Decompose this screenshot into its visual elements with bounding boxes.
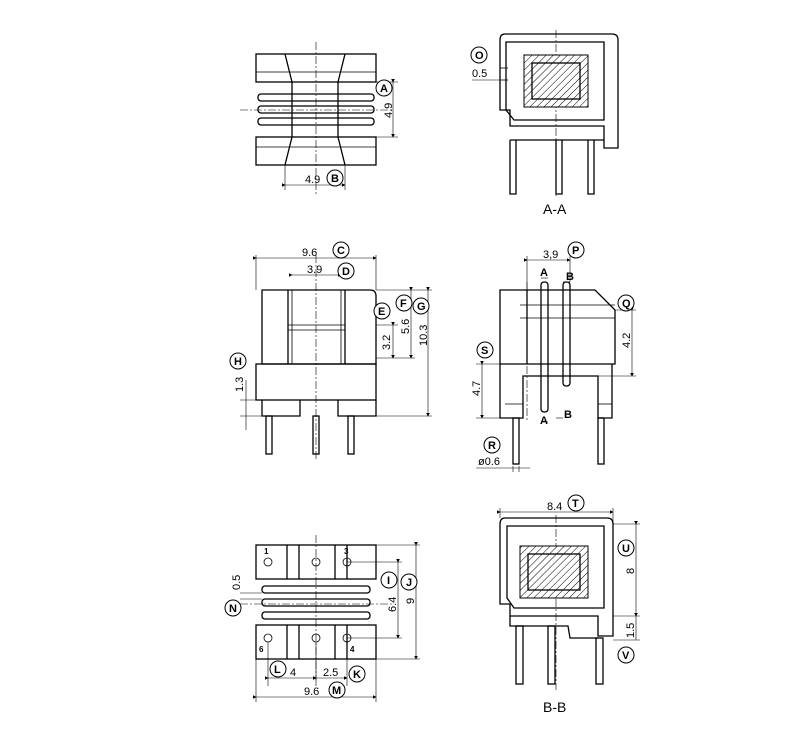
dim-bot-9: 9 [405,598,417,604]
label-k: K [353,669,361,681]
pin-label-1: 1 [264,547,269,556]
dim-front-3-9: 3.9 [307,264,322,276]
label-r: R [488,440,496,452]
label-d: D [342,266,350,278]
dim-top-right-4-9: 4.9 [383,103,395,118]
pin-label-4: 4 [350,645,355,654]
label-q: Q [622,298,631,310]
label-small-a-top: A [540,267,548,279]
label-b-top: B [331,173,339,185]
dim-front-5-6: 5.6 [400,319,412,334]
section-label-bb: B-B [543,699,566,715]
label-small-b-top: B [566,271,574,283]
dim-bb-1-5: 1.5 [625,623,637,638]
label-s: S [481,345,488,357]
top-view: 4.9 4.9 A B [240,42,398,195]
label-v: V [622,650,630,662]
label-f: F [400,298,407,310]
label-o: O [475,50,484,62]
dim-side-4-7: 4.7 [471,381,483,396]
label-j: J [406,577,412,589]
pin-label-3: 3 [344,547,349,556]
label-a-top: A [380,83,388,95]
side-view: 3,9 P A B 4.2 Q 4.7 S A B ø0.6 R [471,241,636,472]
label-u: U [622,543,630,555]
section-aa-view: 0.5 O A-A [470,30,619,217]
label-h: H [234,356,242,368]
label-small-b-bot: B [564,409,572,421]
dim-bb-8: 8 [625,568,637,574]
label-m: M [332,685,341,697]
dim-side-3-9: 3,9 [543,249,558,261]
dim-bot-0-5: 0.5 [231,575,243,590]
section-label-aa: A-A [543,201,567,217]
dim-o-0-5: 0.5 [472,68,487,80]
dim-bot-9-6: 9.6 [304,686,319,698]
dim-front-9-6: 9.6 [302,247,317,259]
dim-top-bottom-4-9: 4.9 [305,174,320,186]
dim-front-1-3: 1.3 [234,377,246,392]
dim-front-10-3: 10.3 [418,325,430,346]
dim-bot-2-5: 2.5 [323,667,338,679]
label-c: C [337,245,345,257]
label-small-a-bot: A [540,415,548,427]
dim-side-4-2: 4.2 [621,333,633,348]
dim-bb-8-4: 8.4 [547,501,562,513]
label-e: E [378,306,385,318]
dim-bot-6-4: 6.4 [387,597,399,612]
section-bb-view: 8.4 T 8 1.5 U V B-B [497,494,640,715]
label-n: N [229,603,237,615]
front-view: 9.6 C 3.9 D 3.2 5.6 10.3 E F G 1.3 H [229,241,432,460]
label-g: G [417,301,426,313]
dim-side-phi-0-6: ø0.6 [478,456,500,468]
label-l: L [274,664,281,676]
bottom-view: 1 3 6 4 0.5 N 6.4 9 I J 4 2.5 9.6 [224,535,420,702]
dim-bot-4: 4 [290,667,296,679]
label-t: T [572,498,579,510]
dim-front-3-2: 3.2 [381,335,393,350]
label-p: P [572,245,579,257]
pin-label-6: 6 [259,645,264,654]
label-i: I [387,575,390,587]
